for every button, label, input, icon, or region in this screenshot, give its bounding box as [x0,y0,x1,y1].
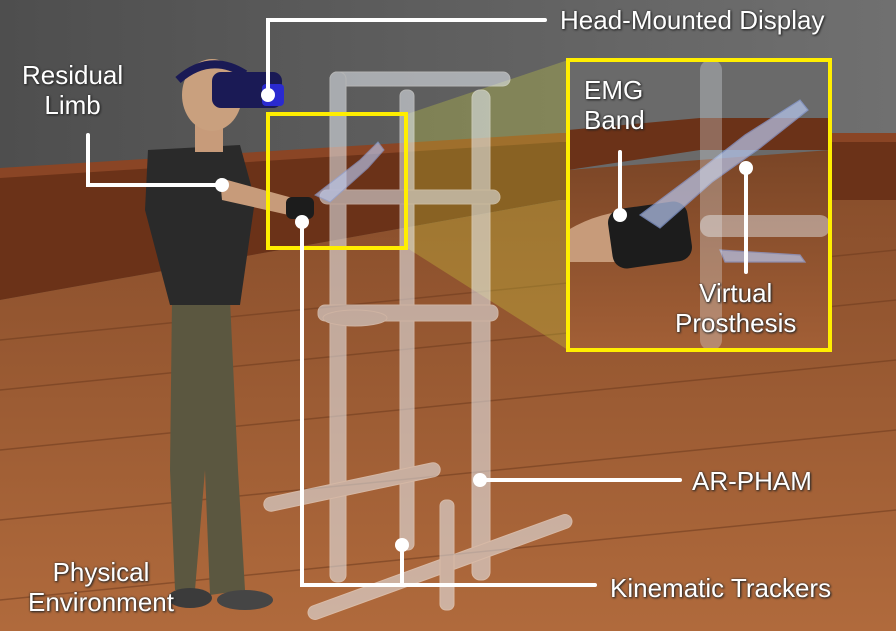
callout-residual-limb [86,133,224,187]
label-emg-band: EMG Band [584,75,645,135]
inset-zoom-panel [568,60,830,350]
callout-dots [215,88,753,552]
label-emg-band-line1: EMG [584,75,644,105]
highlight-box-inset [566,58,832,352]
label-kinematic-trackers: Kinematic Trackers [610,573,832,603]
label-residual-limb-line1: Residual [22,60,124,90]
label-ar-pham: AR-PHAM [692,466,812,496]
callout-lines [86,18,748,587]
highlight-box-small [266,112,408,250]
virtual-hand-small [314,141,385,203]
label-physical-environment-line1: Physical [52,557,150,587]
callout-kinematic-trackers [300,220,597,587]
callout-hmd [266,18,547,97]
label-residual-limb-line2: Limb [44,90,101,120]
label-virtual-prosthesis-line2: Prosthesis [675,308,797,338]
label-residual-limb: Residual Limb [22,60,123,120]
label-physical-environment: Physical Environment [28,557,174,617]
label-head-mounted-display: Head-Mounted Display [560,5,825,35]
label-virtual-prosthesis: Virtual Prosthesis [675,278,796,338]
label-virtual-prosthesis-line1: Virtual [699,278,773,308]
label-emg-band-line2: Band [584,105,645,135]
label-physical-environment-line2: Environment [28,587,174,617]
ar-pham-apparatus [263,71,573,620]
